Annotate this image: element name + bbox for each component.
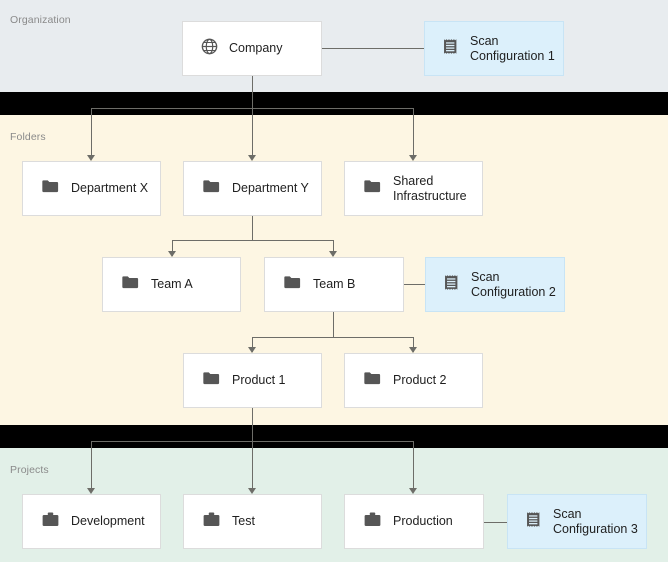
briefcase-icon [202,510,221,534]
edge-company-down [252,76,253,108]
node-label-team-a: Team A [151,277,193,292]
node-label-scan-config-1: Scan Configuration 1 [470,34,555,63]
arrowhead-development [87,488,95,494]
edge-product-1-to-development [91,441,92,489]
edge-product-1-to-production [413,441,414,489]
folder-icon [41,177,60,201]
section-label-organization: Organization [10,14,71,26]
edge-company-to-shared-infrastructure [413,108,414,156]
arrowhead-shared-infrastructure [409,155,417,161]
arrowhead-product-1 [248,347,256,353]
node-scan-config-3[interactable]: Scan Configuration 3 [507,494,647,549]
node-department-x[interactable]: Department X [22,161,161,216]
bottom-white-strip [0,562,668,570]
node-shared-infrastructure[interactable]: Shared Infrastructure [344,161,483,216]
arrowhead-test [248,488,256,494]
node-department-y[interactable]: Department Y [183,161,322,216]
folder-icon [283,273,302,297]
edge-department-y-to-team-a [172,240,173,256]
globe-icon [201,38,218,60]
node-scan-config-1[interactable]: Scan Configuration 1 [424,21,564,76]
folder-icon [121,273,140,297]
arrowhead-team-b [329,251,337,257]
arrowhead-production [409,488,417,494]
node-test[interactable]: Test [183,494,322,549]
edge-company-to-department-y [252,108,253,156]
edge-product-1-down [252,408,253,441]
edge-team-b-down [333,312,334,337]
edge-company-to-scan-config-1 [322,48,424,49]
edge-team-b-to-product-2 [413,337,414,352]
edge-team-b-fanout-bar [252,337,414,338]
node-product-1[interactable]: Product 1 [183,353,322,408]
node-label-production: Production [393,514,453,529]
folder-icon [202,177,221,201]
arrowhead-team-a [168,251,176,257]
folder-icon [202,369,221,393]
node-label-department-x: Department X [71,181,149,196]
node-label-scan-config-2: Scan Configuration 2 [471,270,556,299]
node-label-scan-config-3: Scan Configuration 3 [553,507,638,536]
scan-config-icon [524,510,543,534]
briefcase-icon [363,510,382,534]
separator-band-top [0,92,668,115]
edge-department-y-to-team-b [333,240,334,256]
section-label-folders: Folders [10,131,46,143]
node-label-department-y: Department Y [232,181,309,196]
arrowhead-product-2 [409,347,417,353]
briefcase-icon [41,510,60,534]
arrowhead-department-x [87,155,95,161]
edge-production-to-scan-config-3 [484,522,507,523]
edge-department-y-fanout-bar [172,240,334,241]
node-label-team-b: Team B [313,277,356,292]
scan-config-icon [442,273,461,297]
arrowhead-department-y [248,155,256,161]
folder-icon [363,177,382,201]
edge-company-to-department-x [91,108,92,156]
node-company[interactable]: Company [182,21,322,76]
node-label-company: Company [229,41,283,56]
node-production[interactable]: Production [344,494,484,549]
edge-product-1-to-test [252,441,253,489]
edge-team-b-to-scan-config-2 [404,284,425,285]
node-team-b[interactable]: Team B [264,257,404,312]
section-label-projects: Projects [10,464,49,476]
edge-team-b-to-product-1 [252,337,253,352]
organization-band [0,0,668,92]
node-label-test: Test [232,514,255,529]
scan-config-icon [441,37,460,61]
separator-band-bottom [0,425,668,448]
node-product-2[interactable]: Product 2 [344,353,483,408]
node-scan-config-2[interactable]: Scan Configuration 2 [425,257,565,312]
edge-department-y-down [252,216,253,240]
node-team-a[interactable]: Team A [102,257,241,312]
node-development[interactable]: Development [22,494,161,549]
folder-icon [363,369,382,393]
node-label-product-2: Product 2 [393,373,447,388]
node-label-shared-infrastructure: Shared Infrastructure [393,174,467,203]
node-label-product-1: Product 1 [232,373,286,388]
node-label-development: Development [71,514,145,529]
